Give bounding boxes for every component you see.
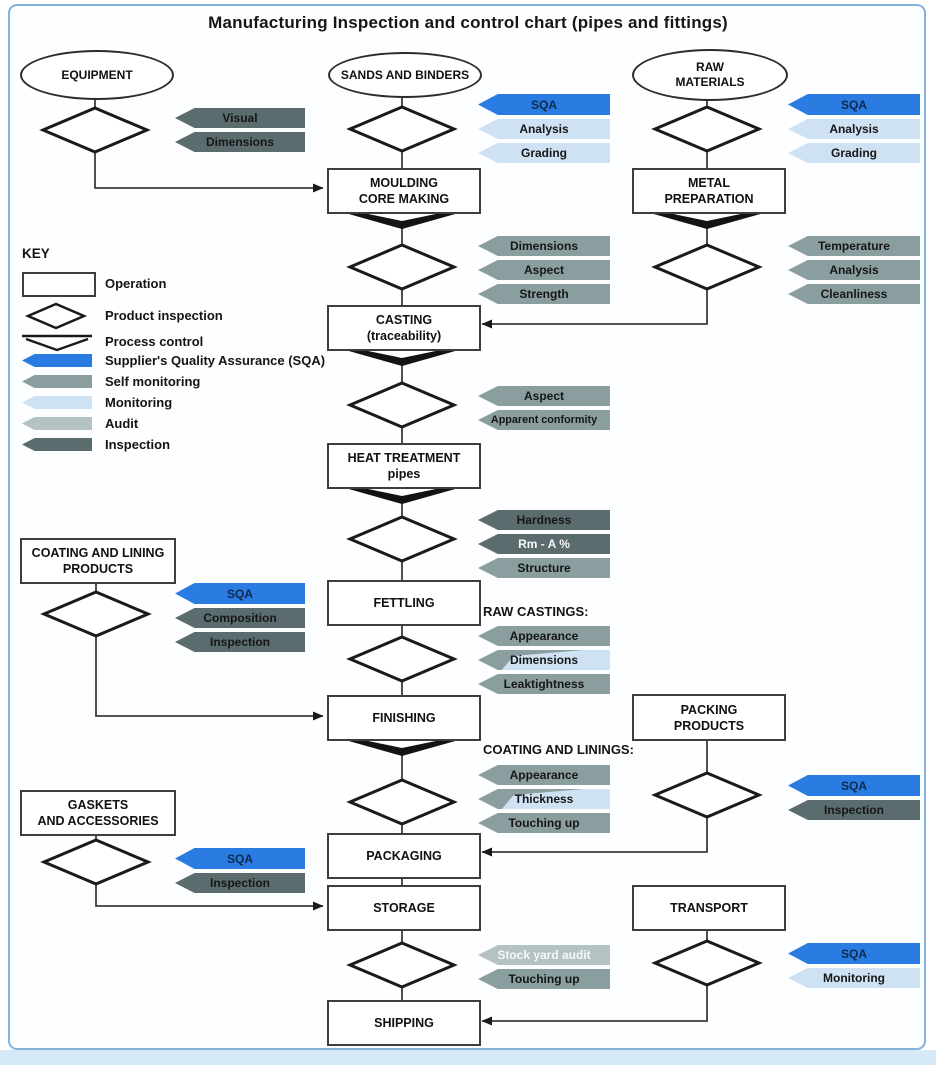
key-monitoring-arrow <box>22 396 92 409</box>
node-packing-products: PACKING PRODUCTS <box>632 694 786 741</box>
key-product-inspection-label: Product inspection <box>105 308 223 323</box>
chart-title: Manufacturing Inspection and control cha… <box>208 13 728 32</box>
tag-selfmon-structure: Structure <box>478 558 610 578</box>
tag-selfmon-cleanliness: Cleanliness <box>788 284 920 304</box>
tag-selfmon-leaktightness: Leaktightness <box>478 674 610 694</box>
tag-inspection-composition: Composition <box>175 608 305 628</box>
diamond-casting <box>346 381 458 429</box>
node-metal-preparation: METAL PREPARATION <box>632 168 786 214</box>
tag-selfmon-touching-up-storage: Touching up <box>478 969 610 989</box>
key-audit-label: Audit <box>105 416 139 431</box>
tag-inspection-packing: Inspection <box>788 800 920 820</box>
tag-selfmon-temperature: Temperature <box>788 236 920 256</box>
tag-selfmon-dimensions: Dimensions <box>478 236 610 256</box>
tag-selfmon-appearance-castings: Appearance <box>478 626 610 646</box>
tag-audit-stock-yard: Stock yard audit <box>478 945 610 965</box>
tag-selfmon-touching-up-linings: Touching up <box>478 813 610 833</box>
connector-gaskets-storage <box>95 883 324 911</box>
node-moulding-core-making: MOULDING CORE MAKING <box>327 168 481 214</box>
tag-sqa-packing: SQA <box>788 775 920 796</box>
key-process-control-label: Process control <box>105 334 204 349</box>
tag-selfmon-monitoring-dimensions: Dimensions <box>478 650 610 670</box>
tag-sqa-gaskets: SQA <box>175 848 305 869</box>
diamond-sands <box>346 105 458 153</box>
tag-selfmon-apparent-conformity: Apparent conformity <box>478 410 610 430</box>
key-inspection-label: Inspection <box>105 437 171 452</box>
tag-selfmon-appearance-linings: Appearance <box>478 765 610 785</box>
diamond-transport <box>651 939 763 987</box>
tag-monitoring-grading-sands: Grading <box>478 143 610 163</box>
tag-sqa-raw: SQA <box>788 94 920 115</box>
connector-coating-finishing <box>95 635 324 721</box>
key-inspection-arrow <box>22 438 92 451</box>
group-heading-raw-castings: RAW CASTINGS: <box>483 604 589 619</box>
diamond-raw-materials <box>651 105 763 153</box>
key-operation-label: Operation <box>105 276 167 291</box>
key-self-monitoring-label: Self monitoring <box>105 374 201 389</box>
tag-monitoring-transport: Monitoring <box>788 968 920 988</box>
key-process-control-symbol <box>22 334 92 352</box>
node-heat-treatment: HEAT TREATMENT pipes <box>327 443 481 489</box>
node-shipping: SHIPPING <box>327 1000 481 1046</box>
node-coating-lining-products: COATING AND LINING PRODUCTS <box>20 538 176 584</box>
node-gaskets-accessories: GASKETS AND ACCESSORIES <box>20 790 176 836</box>
diamond-gaskets <box>40 838 152 886</box>
node-sands-and-binders: SANDS AND BINDERS <box>328 52 482 98</box>
connector-metal-casting <box>481 288 708 329</box>
diamond-finishing <box>346 778 458 826</box>
key-monitoring-label: Monitoring <box>105 395 173 410</box>
key-product-inspection-symbol <box>24 302 88 330</box>
diamond-heat <box>346 515 458 563</box>
tag-monitoring-grading-raw: Grading <box>788 143 920 163</box>
diamond-packing <box>651 771 763 819</box>
tag-inspection-hardness: Hardness <box>478 510 610 530</box>
key-sqa-label: Supplier's Quality Assurance (SQA) <box>105 353 326 368</box>
node-transport: TRANSPORT <box>632 885 786 931</box>
key-self-monitoring-arrow <box>22 375 92 388</box>
node-equipment: EQUIPMENT <box>20 50 174 100</box>
key-symbols <box>22 302 92 352</box>
tag-selfmon-monitoring-thickness: Thickness <box>478 789 610 809</box>
tag-selfmon-strength: Strength <box>478 284 610 304</box>
tag-sqa-transport: SQA <box>788 943 920 964</box>
diamond-fettling <box>346 635 458 683</box>
tag-selfmon-aspect-casting: Aspect <box>478 386 610 406</box>
bottom-band <box>0 1050 936 1065</box>
diamond-metal <box>651 243 763 291</box>
key-operation-symbol <box>22 272 96 297</box>
node-casting: CASTING (traceability) <box>327 305 481 351</box>
tag-selfmon-aspect: Aspect <box>478 260 610 280</box>
diamond-storage <box>346 941 458 989</box>
key-audit-arrow <box>22 417 92 430</box>
node-fettling: FETTLING <box>327 580 481 626</box>
node-storage: STORAGE <box>327 885 481 931</box>
connector-transport-shipping <box>481 984 708 1026</box>
connector-packing-packaging <box>481 816 708 857</box>
diamond-equipment <box>39 106 151 154</box>
group-heading-coating-linings: COATING AND LININGS: <box>483 742 634 757</box>
tag-monitoring-analysis-raw: Analysis <box>788 119 920 139</box>
diamond-coating-products <box>40 590 152 638</box>
inspection-diamonds <box>39 105 763 989</box>
tag-inspection-dimensions: Dimensions <box>175 132 305 152</box>
key-heading: KEY <box>22 246 50 261</box>
tag-inspection-coating-inspection: Inspection <box>175 632 305 652</box>
connector-equipment-moulding <box>94 151 324 193</box>
node-raw-materials: RAW MATERIALS <box>632 49 788 101</box>
tag-inspection-gaskets: Inspection <box>175 873 305 893</box>
tag-selfmon-analysis-metal: Analysis <box>788 260 920 280</box>
tag-sqa-coating-products: SQA <box>175 583 305 604</box>
tag-inspection-rm-a: Rm - A % <box>478 534 610 554</box>
node-packaging: PACKAGING <box>327 833 481 879</box>
diamond-moulding <box>346 243 458 291</box>
node-finishing: FINISHING <box>327 695 481 741</box>
process-control-symbols <box>331 209 778 756</box>
tag-inspection-visual: Visual <box>175 108 305 128</box>
key-sqa-arrow <box>22 354 92 367</box>
tag-monitoring-analysis-sands: Analysis <box>478 119 610 139</box>
tag-sqa-sands: SQA <box>478 94 610 115</box>
